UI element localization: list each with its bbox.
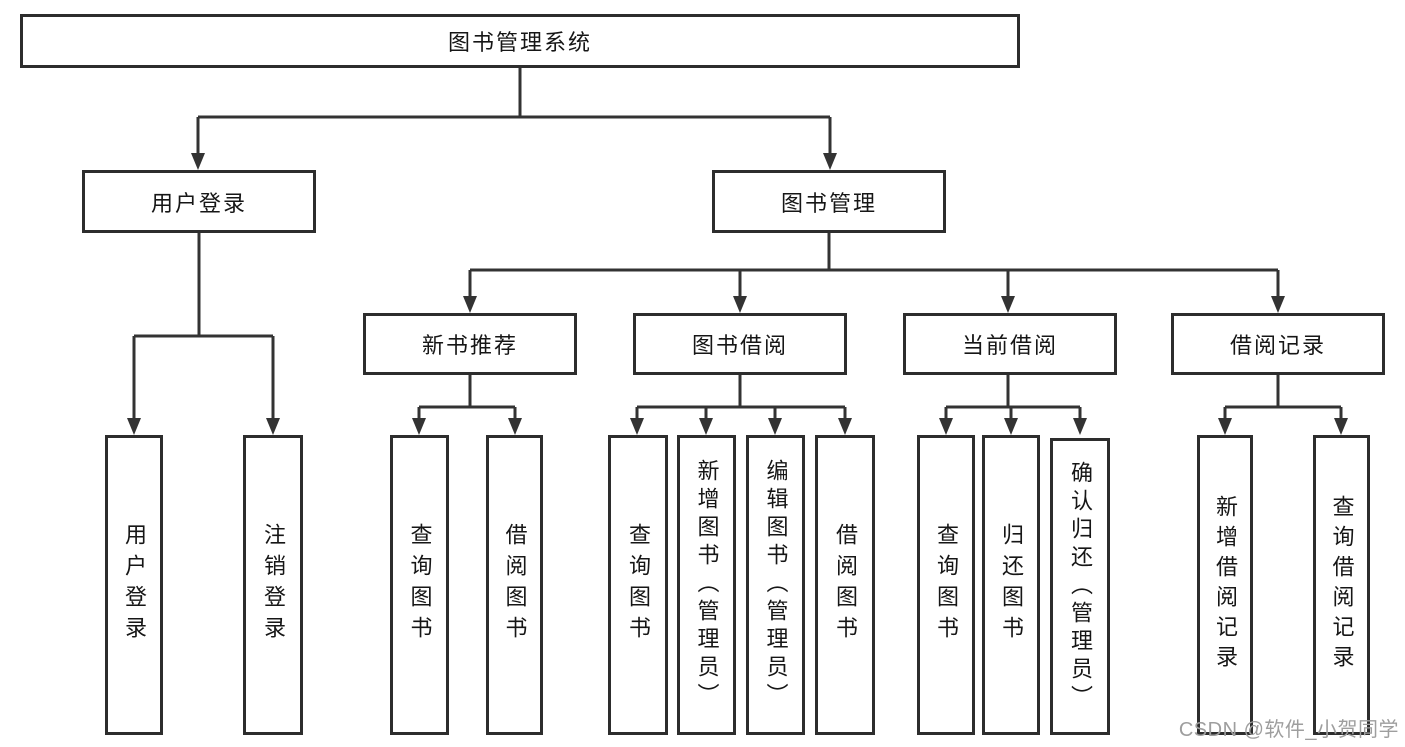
- node-book-borrow: 图书借阅: [633, 313, 847, 375]
- leaf-cb-confirm-return-admin: 确认归还（管理员）: [1050, 438, 1110, 735]
- leaf-bb-add-books-admin: 新增图书（管理员）: [677, 435, 736, 735]
- watermark-text: CSDN @软件_小贺同学: [1178, 719, 1399, 741]
- node-root: 图书管理系统: [20, 14, 1020, 68]
- leaf-logout-login: 注销登录: [243, 435, 303, 735]
- leaf-br-add-record: 新增借阅记录: [1197, 435, 1253, 735]
- node-current-borrow: 当前借阅: [903, 313, 1117, 375]
- leaf-user-login: 用户登录: [105, 435, 163, 735]
- leaf-bb-query-books: 查询图书: [608, 435, 668, 735]
- leaf-cb-query-books: 查询图书: [917, 435, 975, 735]
- node-borrow-records: 借阅记录: [1171, 313, 1385, 375]
- leaf-cb-return-books: 归还图书: [982, 435, 1040, 735]
- leaf-nb-borrow-books: 借阅图书: [486, 435, 543, 735]
- leaf-bb-borrow-books: 借阅图书: [815, 435, 875, 735]
- leaf-nb-query-books: 查询图书: [390, 435, 449, 735]
- node-book-management: 图书管理: [712, 170, 946, 233]
- leaf-bb-edit-books-admin: 编辑图书（管理员）: [746, 435, 805, 735]
- node-user-login: 用户登录: [82, 170, 316, 233]
- leaf-br-query-record: 查询借阅记录: [1313, 435, 1370, 735]
- node-new-book-recommend: 新书推荐: [363, 313, 577, 375]
